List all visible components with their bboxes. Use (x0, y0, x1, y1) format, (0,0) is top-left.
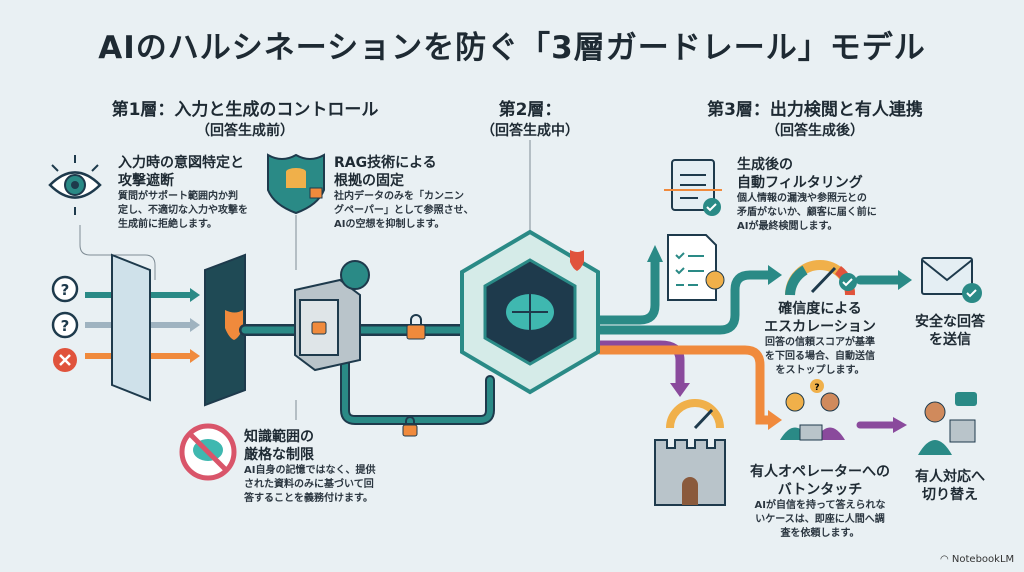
layer3-sub: （回答生成後） (766, 123, 864, 139)
layer2-heading: 第2層： (498, 100, 562, 120)
firewall-door (204, 253, 246, 407)
filter-desc: 個人情報の漏洩や参照元との (737, 193, 867, 204)
ai-core-hexagon (460, 229, 600, 395)
filter-desc: AIが最終検閲します。 (737, 221, 838, 232)
filter-title: 生成後の (737, 157, 793, 173)
knowledge-block: 知識範囲の 厳格な制限 AI自身の記憶ではなく、提供 された資料のみに基づいて回… (244, 428, 414, 506)
knowledge-desc: された資料のみに基づいて回 (244, 479, 374, 490)
intent-title: 攻撃遮断 (118, 173, 174, 189)
layer3-heading: 第3層：出力検閲と有人連携 (707, 100, 923, 120)
rag-block: RAG技術による 根拠の固定 社内データのみを「カンニン グペーパー」として参照… (334, 154, 494, 232)
intent-desc: 質問がサポート範囲内か判 (118, 191, 238, 202)
layer2-sub: （回答生成中） (481, 123, 579, 139)
knowledge-desc: AI自身の記憶ではなく、提供 (244, 465, 376, 476)
operator-block: 有人オペレーターへの バトンタッチ AIが自信を持って答えられな いケースは、即… (745, 463, 895, 541)
layer1-sub: （回答生成前） (196, 123, 294, 139)
knowledge-title: 知識範囲の (244, 429, 314, 445)
castle-icon (654, 399, 726, 506)
layer3-header: 第3層：出力検閲と有人連携 （回答生成後） (680, 95, 950, 140)
rag-desc: グペーパー」として参照させ、 (334, 205, 474, 216)
intent-title: 入力時の意図特定と (118, 155, 244, 171)
filter-document-icon (664, 159, 722, 216)
operator-desc: 査を依頼します。 (780, 528, 860, 539)
no-brain-icon (179, 423, 237, 481)
certificate-icon (667, 234, 725, 301)
lock-icon (406, 314, 426, 340)
intent-desc: 定し、不適切な入力や攻撃を (118, 205, 248, 216)
confidence-desc: をストップします。 (775, 365, 865, 376)
operator-desc: AIが自信を持って答えられな (754, 500, 886, 511)
rag-title: RAG技術による (334, 155, 437, 171)
filter-title: 自動フィルタリング (737, 175, 863, 191)
envelope-icon (921, 257, 982, 303)
page-title: AIのハルシネーションを防ぐ「3層ガードレール」モデル (98, 30, 926, 66)
rag-desc: 社内データのみを「カンニン (334, 191, 464, 202)
layer1-heading: 第1層：入力と生成のコントロール (111, 100, 379, 120)
rag-title: 根拠の固定 (334, 173, 404, 189)
pipes (239, 255, 905, 429)
eye-icon (48, 155, 102, 215)
operators-icon: ? (780, 379, 845, 441)
confidence-desc: 回答の信頼スコアが基準 (765, 337, 875, 348)
safe-block: 安全な回答 を送信 (900, 313, 1000, 349)
confidence-title: 確信度による (778, 301, 862, 317)
lock-icon (402, 416, 418, 437)
svg-text:?: ? (814, 383, 819, 393)
brand-label: ◠ NotebookLM (940, 554, 1014, 565)
safe-title: 安全な回答 (915, 314, 985, 330)
confidence-gauge-icon (785, 260, 857, 296)
rag-desc: AIの空想を抑制します。 (334, 219, 445, 230)
shield-icon (570, 250, 584, 271)
operator-title: バトンタッチ (777, 482, 863, 498)
intent-block: 入力時の意図特定と 攻撃遮断 質問がサポート範囲内か判 定し、不適切な入力や攻撃… (118, 154, 268, 232)
confidence-block: 確信度による エスカレーション 回答の信頼スコアが基準 を下回る場合、自動送信 … (750, 300, 890, 378)
human-block: 有人対応へ 切り替え (900, 468, 1000, 504)
layer2-header: 第2層： （回答生成中） (470, 95, 590, 140)
safe-title: を送信 (929, 332, 971, 348)
human-title: 切り替え (922, 487, 978, 503)
svg-text:?: ? (61, 317, 70, 335)
human-title: 有人対応へ (915, 469, 985, 485)
layer1-header: 第1層：入力と生成のコントロール （回答生成前） (90, 95, 400, 140)
shield-icon (225, 310, 243, 340)
human-agent-icon (918, 392, 977, 455)
question-icon: ? (51, 311, 79, 339)
glass-panel (111, 253, 151, 402)
vault-icon (294, 260, 370, 372)
notebooklm-icon: ◠ (940, 554, 952, 565)
reject-icon (53, 348, 77, 372)
filter-desc: 矛盾がないか、顧客に届く前に (737, 207, 877, 218)
question-icon: ? (51, 275, 79, 303)
confidence-title: エスカレーション (764, 319, 876, 335)
operator-title: 有人オペレーターへの (750, 464, 890, 480)
knowledge-title: 厳格な制限 (244, 447, 314, 463)
intent-desc: 生成前に拒絶します。 (118, 219, 217, 230)
filter-block: 生成後の 自動フィルタリング 個人情報の漏洩や参照元との 矛盾がないか、顧客に届… (737, 156, 907, 234)
knowledge-desc: 答することを義務付けます。 (244, 493, 373, 504)
confidence-desc: を下回る場合、自動送信 (765, 351, 875, 362)
svg-text:?: ? (61, 281, 70, 299)
database-shield-icon (267, 153, 325, 215)
brand-text: NotebookLM (951, 554, 1015, 565)
operator-desc: いケースは、即座に人間へ調 (755, 514, 885, 525)
